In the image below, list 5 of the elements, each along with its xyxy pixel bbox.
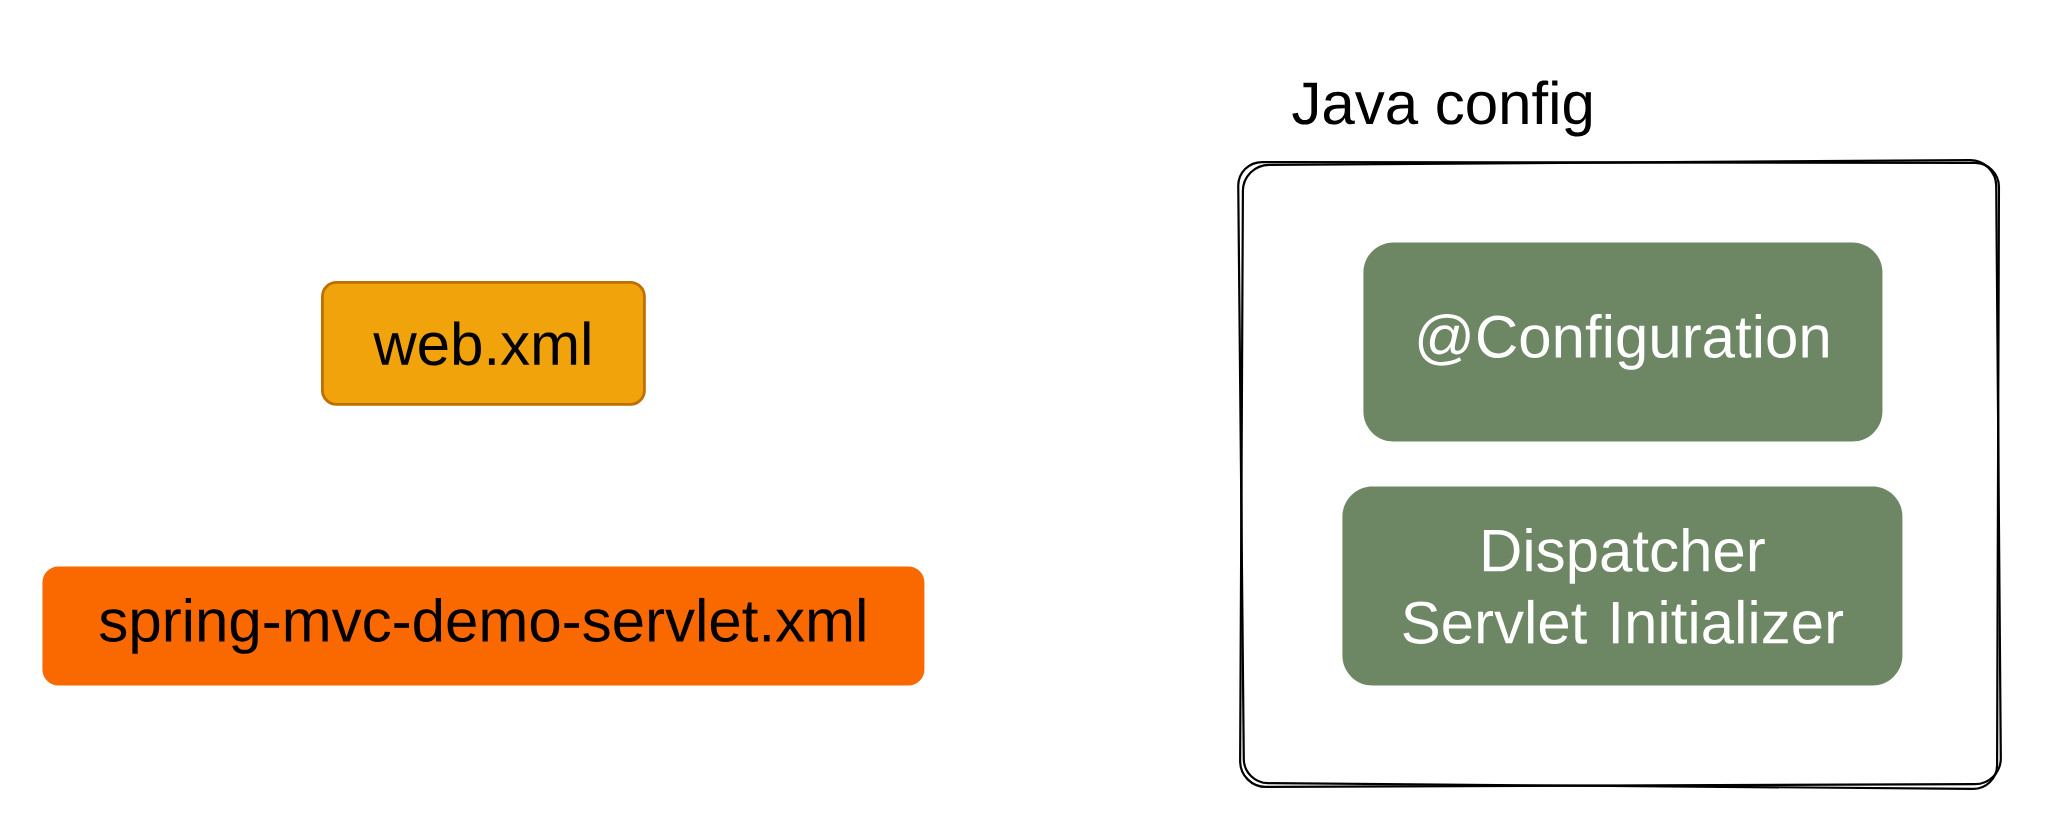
group-title: Java config [1292, 80, 1591, 137]
file-box: web.xml [321, 281, 646, 406]
class-box: Dispatcher Servlet Initializer [1342, 486, 1903, 686]
class-box: @Configuration [1363, 242, 1883, 442]
file-box: spring-mvc-demo-servlet.xml [42, 566, 925, 686]
